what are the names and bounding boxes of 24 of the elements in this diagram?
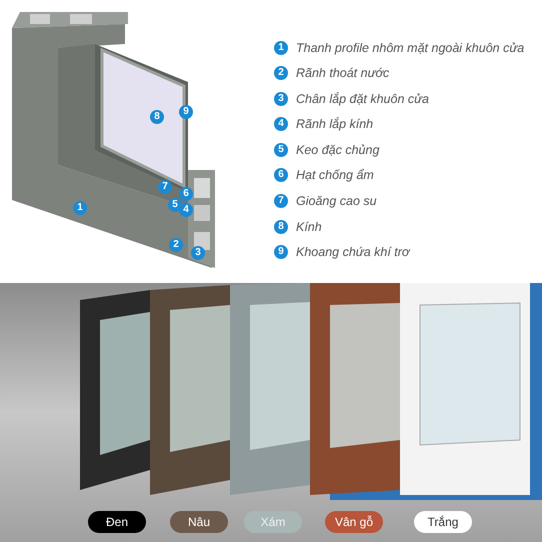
legend-text: Chân lắp đặt khuôn cửa [296, 91, 430, 107]
legend-text: Hạt chống ẩm [296, 167, 374, 183]
legend-text: Rãnh lắp kính [296, 116, 374, 132]
callout-number: 7 [274, 194, 288, 208]
callout-number: 6 [274, 168, 288, 182]
color-option-label: Vân gỗ [325, 511, 383, 533]
callout-number: 8 [274, 220, 288, 234]
legend-text: Rãnh thoát nước [296, 65, 390, 81]
color-option-label: Trắng [414, 511, 472, 533]
callout-number: 5 [274, 143, 288, 157]
callout-number: 3 [274, 92, 288, 106]
callout-number: 9 [179, 105, 193, 119]
legend-text: Gioăng cao su [296, 193, 377, 209]
legend-text: Khoang chứa khí trơ [296, 244, 410, 260]
callout-number: 4 [274, 117, 288, 131]
legend-text: Thanh profile nhôm mặt ngoài khuôn cửa [296, 40, 524, 56]
color-option-label: Xám [244, 511, 302, 533]
color-option-label: Đen [88, 511, 146, 533]
callout-number: 1 [274, 41, 288, 55]
callout-number: 9 [274, 245, 288, 259]
color-option-label: Nâu [170, 511, 228, 533]
callout-number: 2 [274, 66, 288, 80]
legend-text: Keo đặc chủng [296, 142, 380, 158]
legend-text: Kính [296, 219, 322, 235]
